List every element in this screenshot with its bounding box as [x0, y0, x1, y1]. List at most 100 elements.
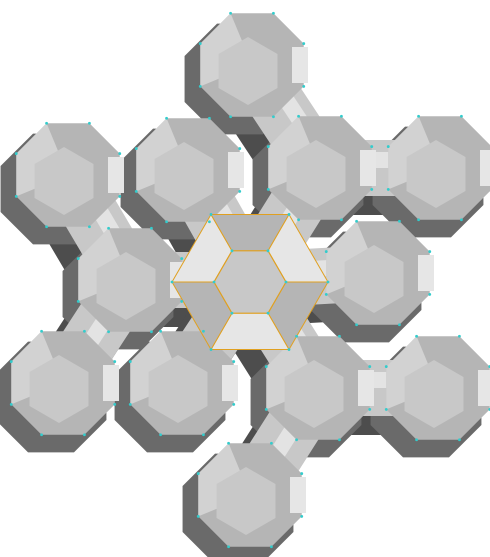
- vertex-marker: [229, 115, 232, 118]
- vertex-marker: [338, 438, 341, 441]
- vertex-marker: [171, 281, 174, 284]
- vertex-marker: [272, 12, 275, 15]
- vertex-marker: [208, 220, 211, 223]
- vertex-marker: [340, 218, 343, 221]
- vertex-marker: [159, 330, 162, 333]
- vertex-marker: [368, 365, 371, 368]
- vertex-marker: [415, 335, 418, 338]
- vertex-marker: [227, 442, 230, 445]
- vertex-marker: [129, 360, 132, 363]
- vertex-marker: [387, 188, 390, 191]
- vertex-marker: [460, 218, 463, 221]
- vertex-marker: [213, 281, 216, 284]
- vertex-marker: [272, 115, 275, 118]
- vertex-marker: [355, 323, 358, 326]
- vertex-marker: [231, 249, 234, 252]
- vertex-marker: [107, 227, 110, 230]
- vertex-marker: [202, 433, 205, 436]
- vertex-marker: [428, 250, 431, 253]
- vertex-marker: [135, 190, 138, 193]
- vertex-marker: [118, 195, 121, 198]
- vertex-marker: [15, 195, 18, 198]
- node-square-facet: [103, 365, 119, 401]
- vertex-marker: [415, 438, 418, 441]
- vertex-marker: [88, 225, 91, 228]
- vertex-marker: [398, 220, 401, 223]
- vertex-marker: [77, 257, 80, 260]
- vertex-marker: [180, 257, 183, 260]
- vertex-marker: [267, 312, 270, 315]
- vertex-marker: [370, 188, 373, 191]
- vertex-marker: [210, 348, 213, 351]
- vertex-marker: [45, 225, 48, 228]
- vertex-marker: [229, 12, 232, 15]
- vertex-marker: [210, 213, 213, 216]
- vertex-marker: [417, 218, 420, 221]
- vertex-marker: [238, 190, 241, 193]
- vertex-marker: [327, 281, 330, 284]
- vertex-marker: [232, 360, 235, 363]
- node-square-facet: [358, 370, 374, 406]
- vertex-marker: [265, 365, 268, 368]
- vertex-marker: [165, 220, 168, 223]
- vertex-marker: [232, 403, 235, 406]
- vertex-marker: [325, 250, 328, 253]
- vertex-marker: [458, 335, 461, 338]
- vertex-marker: [197, 472, 200, 475]
- vertex-marker: [267, 145, 270, 148]
- node-upper-right-outer: [388, 116, 490, 219]
- vertex-marker: [270, 442, 273, 445]
- vertex-marker: [15, 152, 18, 155]
- vertex-marker: [302, 85, 305, 88]
- node-square-facet: [480, 150, 490, 186]
- vertex-marker: [199, 85, 202, 88]
- vertex-marker: [135, 147, 138, 150]
- vertex-marker: [288, 213, 291, 216]
- vertex-marker: [458, 438, 461, 441]
- vertex-marker: [208, 117, 211, 120]
- vertex-marker: [118, 152, 121, 155]
- node-square-facet: [108, 157, 124, 193]
- vertex-marker: [83, 433, 86, 436]
- vertex-marker: [107, 330, 110, 333]
- vertex-marker: [385, 365, 388, 368]
- vertex-marker: [165, 117, 168, 120]
- vertex-marker: [231, 312, 234, 315]
- vertex-marker: [285, 281, 288, 284]
- node-square-facet: [292, 47, 308, 83]
- vertex-marker: [10, 360, 13, 363]
- node-square-facet: [222, 365, 238, 401]
- vertex-marker: [238, 147, 241, 150]
- vertex-marker: [40, 330, 43, 333]
- vertex-marker: [300, 472, 303, 475]
- vertex-marker: [77, 300, 80, 303]
- node-square-facet: [360, 150, 376, 186]
- vertex-marker: [387, 145, 390, 148]
- vertex-marker: [129, 403, 132, 406]
- vertex-marker: [370, 145, 373, 148]
- vertex-marker: [302, 42, 305, 45]
- vertex-marker: [150, 227, 153, 230]
- vertex-marker: [428, 293, 431, 296]
- vertex-marker: [297, 115, 300, 118]
- vertex-marker: [295, 335, 298, 338]
- vertex-marker: [267, 249, 270, 252]
- vertex-marker: [150, 330, 153, 333]
- vertex-marker: [300, 515, 303, 518]
- vertex-marker: [385, 408, 388, 411]
- vertex-marker: [398, 323, 401, 326]
- vertex-marker: [227, 545, 230, 548]
- vertex-marker: [417, 115, 420, 118]
- vertex-marker: [197, 515, 200, 518]
- vertex-marker: [355, 220, 358, 223]
- node-square-facet: [478, 370, 490, 406]
- vertex-marker: [199, 42, 202, 45]
- node-square-facet: [418, 255, 434, 291]
- vertex-marker: [368, 408, 371, 411]
- vertex-marker: [460, 115, 463, 118]
- vertex-marker: [83, 330, 86, 333]
- vertex-marker: [265, 408, 268, 411]
- vertex-marker: [267, 188, 270, 191]
